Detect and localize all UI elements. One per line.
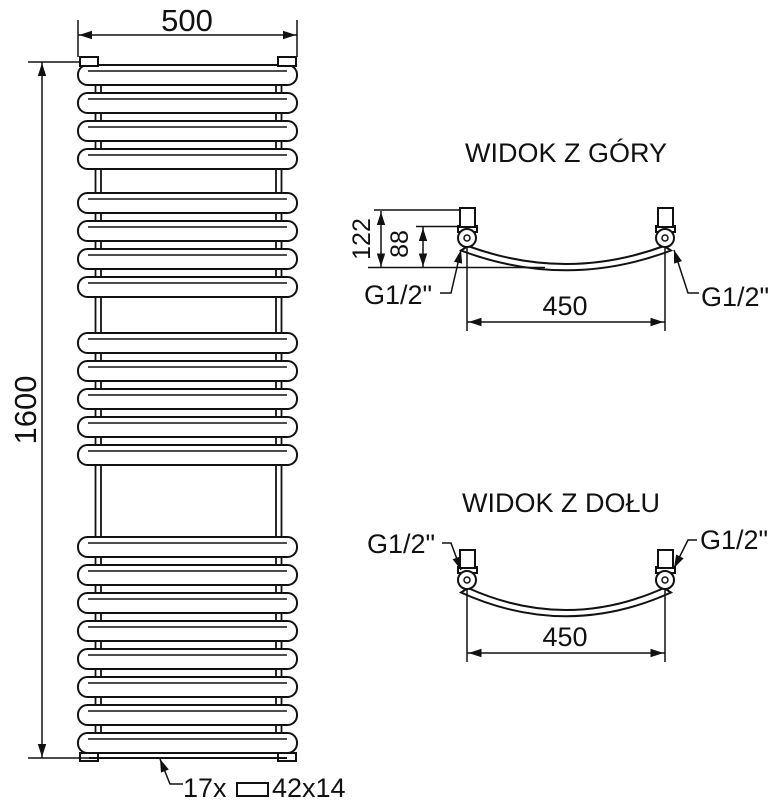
curved-bar-bottom [458, 586, 674, 618]
arrowhead [37, 744, 47, 757]
radiator-bar [77, 64, 298, 86]
radiator-bar [77, 564, 298, 586]
radiator-bar [77, 444, 298, 466]
radiator-bar [77, 704, 298, 726]
bottom-view: WIDOK Z DOŁU G1/2" G1/2" [367, 488, 768, 662]
curved-bar-top [458, 244, 674, 272]
connector-port-right [655, 228, 675, 248]
valve-block-right [657, 549, 674, 569]
thread-label: G1/2" [367, 529, 435, 559]
radiator-bar [77, 248, 298, 270]
thread-callout-top-left: G1/2" [364, 249, 466, 310]
radiator-bar [77, 536, 298, 558]
dimension-span-value: 450 [542, 622, 587, 652]
dimension-total-depth: 122 [348, 209, 461, 268]
dimension-span-top: 450 [466, 248, 666, 331]
radiator-bar [77, 92, 298, 114]
radiator-bar [77, 620, 298, 642]
collector-cap-top-left [79, 56, 99, 67]
radiator-bar [77, 276, 298, 298]
connector-port-right-center [661, 576, 669, 584]
connector-port-right [655, 570, 675, 590]
connector-port-left-center [463, 234, 471, 242]
top-view-title: WIDOK Z GÓRY [465, 137, 667, 168]
connector-port-left [457, 570, 477, 590]
thread-callout-top-right: G1/2" [670, 248, 769, 312]
thread-label: G1/2" [700, 525, 768, 555]
dimension-height: 1600 [8, 61, 92, 759]
tube-profile-label: 42x14 [272, 773, 346, 800]
dimension-span-bottom: 450 [466, 589, 666, 662]
dimension-span-value: 450 [542, 291, 587, 321]
arrowhead [376, 253, 386, 267]
dimension-axis-depth-value: 88 [386, 230, 414, 258]
thread-callout-bottom-right: G1/2" [670, 525, 768, 570]
arrowhead [468, 317, 482, 327]
radiator-bar [77, 120, 298, 142]
arrowhead [650, 648, 664, 658]
radiator-bar [77, 360, 298, 382]
radiator-bar [77, 732, 298, 754]
radiator-bar [77, 676, 298, 698]
dimension-width: 500 [77, 3, 298, 57]
radiator-bar [77, 388, 298, 410]
leader-line [440, 249, 462, 294]
connector-port-left-center [463, 576, 471, 584]
arrowhead [79, 30, 92, 40]
profile-rect-icon [236, 782, 269, 797]
radiator-bar [77, 332, 298, 354]
valve-block-left [459, 207, 476, 228]
radiator-bar [77, 648, 298, 670]
tube-count-label: 17x [183, 773, 227, 800]
arrowhead [418, 228, 428, 241]
radiator-bars [77, 64, 298, 754]
arrowhead [376, 212, 386, 225]
leader-line [673, 249, 699, 294]
radiator-bar [77, 592, 298, 614]
top-view: WIDOK Z GÓRY 122 88 G [348, 137, 769, 331]
thread-label: G1/2" [364, 280, 432, 310]
dimension-axis-depth: 88 [386, 225, 459, 268]
front-view: 500 1600 17x 42x14 [8, 3, 346, 800]
arrowhead [650, 317, 664, 327]
dimension-width-value: 500 [161, 3, 213, 38]
connector-port-left [457, 228, 477, 248]
arrowhead [156, 757, 169, 773]
tube-profile-callout: 17x 42x14 [156, 757, 346, 800]
valve-block-right [657, 207, 674, 228]
thread-label: G1/2" [701, 282, 769, 312]
connector-port-right-center [661, 234, 669, 242]
radiator-bar [77, 416, 298, 438]
radiator-bar [77, 220, 298, 242]
valve-block-left [459, 549, 476, 569]
dimension-total-depth-value: 122 [348, 218, 376, 260]
collector-cap-top-right [277, 56, 297, 67]
arrowhead [418, 253, 428, 267]
bottom-view-title: WIDOK Z DOŁU [462, 488, 660, 518]
dimension-height-value: 1600 [8, 376, 43, 445]
arrowhead [468, 648, 482, 658]
arrowhead [37, 63, 47, 76]
radiator-bar [77, 192, 298, 214]
radiator-bar [77, 148, 298, 170]
thread-callout-bottom-left: G1/2" [367, 529, 465, 572]
arrowhead [283, 30, 296, 40]
